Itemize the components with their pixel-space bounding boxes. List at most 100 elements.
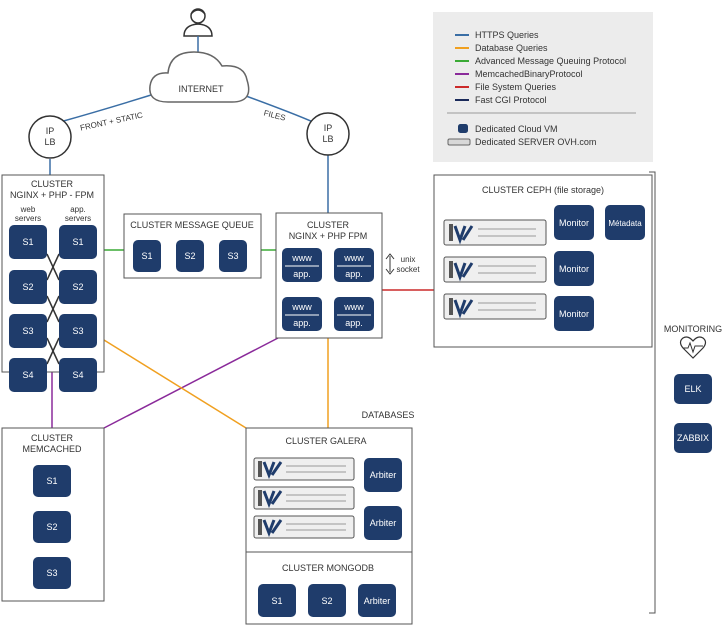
fpm-node-2-www: www — [343, 253, 364, 263]
web-servers-label2: servers — [15, 214, 41, 223]
ceph-monitor-3: Monitor — [554, 296, 594, 331]
ceph-monitor-2: Monitor — [554, 251, 594, 286]
user-hair — [190, 9, 206, 15]
vm-chip — [133, 240, 161, 272]
ovh-logo-icon — [262, 490, 283, 509]
cloud-icon — [149, 51, 250, 103]
fpm-node-4: www app. — [334, 297, 374, 331]
heart-shape — [679, 336, 707, 359]
legend-background — [433, 12, 653, 162]
ovh-logo-icon — [453, 225, 474, 245]
ceph-server-3 — [443, 293, 547, 320]
lb-right-line2: LB — [322, 134, 333, 144]
web-servers-label1: web — [20, 205, 36, 214]
monitoring: MONITORING ELK ZABBIX — [649, 171, 722, 614]
dedicated-server — [443, 293, 547, 320]
web-server-s3: S3 — [9, 314, 47, 348]
vm-chip — [9, 270, 47, 304]
cluster-web-title1: CLUSTER — [31, 179, 74, 189]
legend-vm-label: Dedicated Cloud VM — [475, 124, 558, 134]
galera-server-1 — [253, 457, 355, 481]
server-vent — [449, 224, 453, 241]
mq-node-s3-label: S3 — [227, 251, 238, 261]
cluster-web-title2: NGINX + PHP - FPM — [10, 190, 94, 200]
cluster-nginx-php-fpm-right: CLUSTER NGINX + PHP FPM www app. www app… — [275, 212, 383, 339]
ceph-metadata-label: Métadata — [608, 219, 642, 228]
memcached-node-s1-label: S1 — [46, 476, 57, 486]
elk-label: ELK — [684, 384, 701, 394]
server-vent — [258, 461, 262, 477]
lb-right-line1: IP — [324, 123, 333, 133]
user-body — [183, 23, 213, 37]
cluster-message-queue: CLUSTER MESSAGE QUEUE S1 S2 S3 — [123, 213, 262, 279]
app-server-s3: S3 — [59, 314, 97, 348]
vm-chip — [33, 465, 71, 497]
app-server-s1-label: S1 — [72, 237, 83, 247]
connectors — [49, 89, 434, 429]
fpm-node-1-www: www — [291, 253, 312, 263]
cluster-memcached-title2: MEMCACHED — [22, 444, 82, 454]
vm-icon — [458, 124, 468, 133]
vm-chip — [59, 358, 97, 392]
galera-server-2 — [253, 486, 355, 510]
mongodb-arbiter-label: Arbiter — [364, 596, 391, 606]
cluster-memcached: CLUSTER MEMCACHED S1 S2 S3 — [1, 427, 105, 602]
ovh-logo-icon — [453, 299, 474, 319]
mesh-link — [46, 253, 60, 281]
vm-chip — [9, 358, 47, 392]
vm-chip — [308, 584, 346, 617]
ceph-monitor-1: Monitor — [554, 205, 594, 240]
cluster-memcached-title1: CLUSTER — [31, 433, 74, 443]
galera-arbiter-1-label: Arbiter — [370, 470, 397, 480]
legend-label-https: HTTPS Queries — [475, 30, 539, 40]
vm-chip — [605, 205, 645, 240]
cluster-mq-title: CLUSTER MESSAGE QUEUE — [130, 220, 254, 230]
mongodb-node-s1-label: S1 — [271, 596, 282, 606]
cluster-galera-title: CLUSTER GALERA — [285, 436, 366, 446]
internet-group: INTERNET FRONT + STATIC FILES — [79, 3, 286, 133]
mq-node-s2-label: S2 — [184, 251, 195, 261]
vm-chip — [364, 506, 402, 540]
galera-arbiter-2-label: Arbiter — [370, 518, 397, 528]
app-server-s2: S2 — [59, 270, 97, 304]
ceph-server-2 — [443, 256, 547, 283]
monitoring-bracket — [649, 171, 656, 614]
mongodb-arbiter: Arbiter — [358, 584, 396, 617]
vm-chip — [554, 205, 594, 240]
databases: DATABASES CLUSTER GALERA — [245, 410, 414, 625]
web-server-s3-label: S3 — [22, 326, 33, 336]
vm-chip — [282, 248, 322, 282]
legend-items: HTTPS Queries Database Queries Advanced … — [455, 30, 626, 105]
vm-chip — [554, 251, 594, 286]
mongodb-node-s2: S2 — [308, 584, 346, 617]
vm-chip — [59, 314, 97, 348]
server-vent — [449, 298, 453, 315]
cluster-mongodb: CLUSTER MONGODB S1 S2 Arbiter — [258, 563, 396, 617]
user-head — [190, 8, 206, 24]
mq-node-s3: S3 — [219, 240, 247, 272]
fpm-node-4-www: www — [343, 302, 364, 312]
web-server-s4: S4 — [9, 358, 47, 392]
vm-chip — [554, 296, 594, 331]
lb-left-circle — [28, 115, 72, 159]
vm-chip — [282, 297, 322, 331]
server-vent — [258, 519, 262, 535]
legend-label-fastcgi: Fast CGI Protocol — [475, 95, 547, 105]
mq-node-s1: S1 — [133, 240, 161, 272]
web-app-mesh — [46, 253, 60, 365]
arrow-down-icon — [385, 268, 395, 275]
vm-chip — [176, 240, 204, 272]
mesh-link — [46, 337, 60, 365]
ceph-monitor-1-label: Monitor — [559, 218, 589, 228]
memcached-node-s2: S2 — [33, 511, 71, 543]
vm-chip — [33, 557, 71, 589]
mongodb-node-s1: S1 — [258, 584, 296, 617]
cluster-galera: CLUSTER GALERA — [253, 436, 402, 540]
ceph-monitor-3-label: Monitor — [559, 309, 589, 319]
web-server-s2-label: S2 — [22, 282, 33, 292]
legend: HTTPS Queries Database Queries Advanced … — [433, 12, 653, 162]
memcached-node-s3: S3 — [33, 557, 71, 589]
unix-socket-label1: unix — [401, 255, 416, 264]
server-vent — [258, 490, 262, 506]
